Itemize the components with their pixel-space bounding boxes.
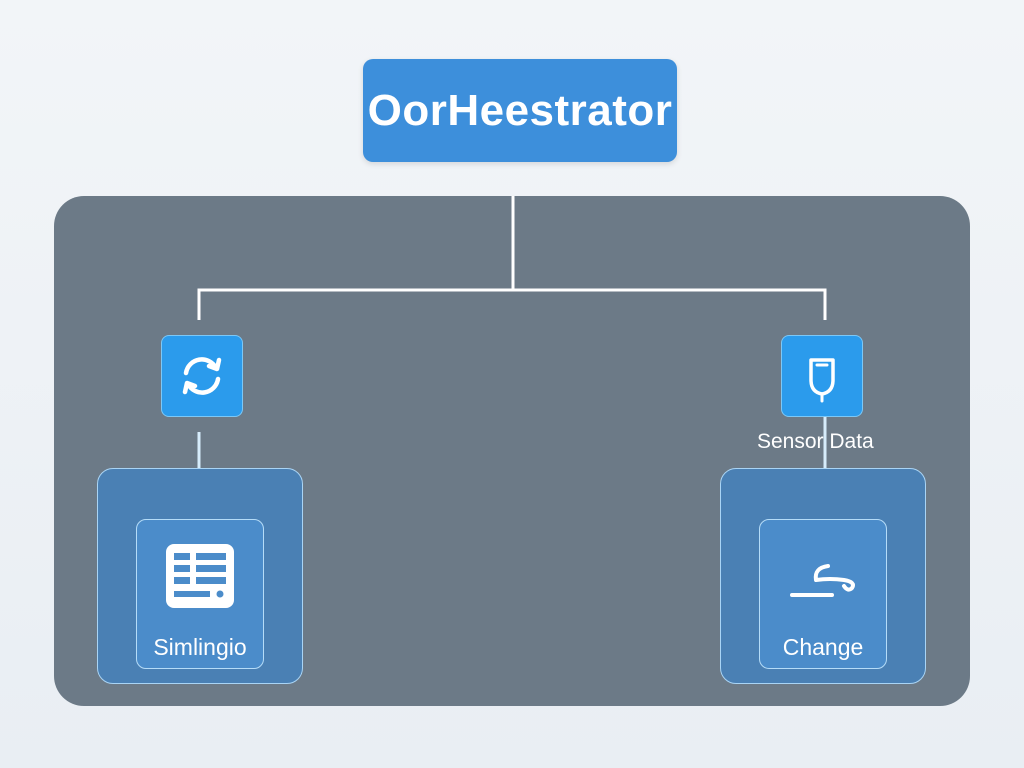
wave-icon [790,564,855,597]
simulation-inner-card[interactable]: Simlingio [136,519,264,669]
sensor-tile[interactable] [781,335,863,417]
change-label: Change [782,634,864,660]
simulation-card[interactable]: Simlingio [97,468,303,684]
branch-connector [197,288,827,320]
sync-icon [182,357,222,395]
orchestrator-node: OorHeestrator [363,59,677,162]
orchestrator-label: OorHeestrator [367,85,673,135]
change-card[interactable]: Change [720,468,926,684]
sensor-device-icon [809,358,835,403]
server-icon [166,544,234,608]
change-inner-card[interactable]: Change [759,519,887,669]
sensor-data-label: Sensor Data [757,430,874,453]
simulation-label: Simlingio [153,634,247,660]
sync-tile[interactable] [161,335,243,417]
